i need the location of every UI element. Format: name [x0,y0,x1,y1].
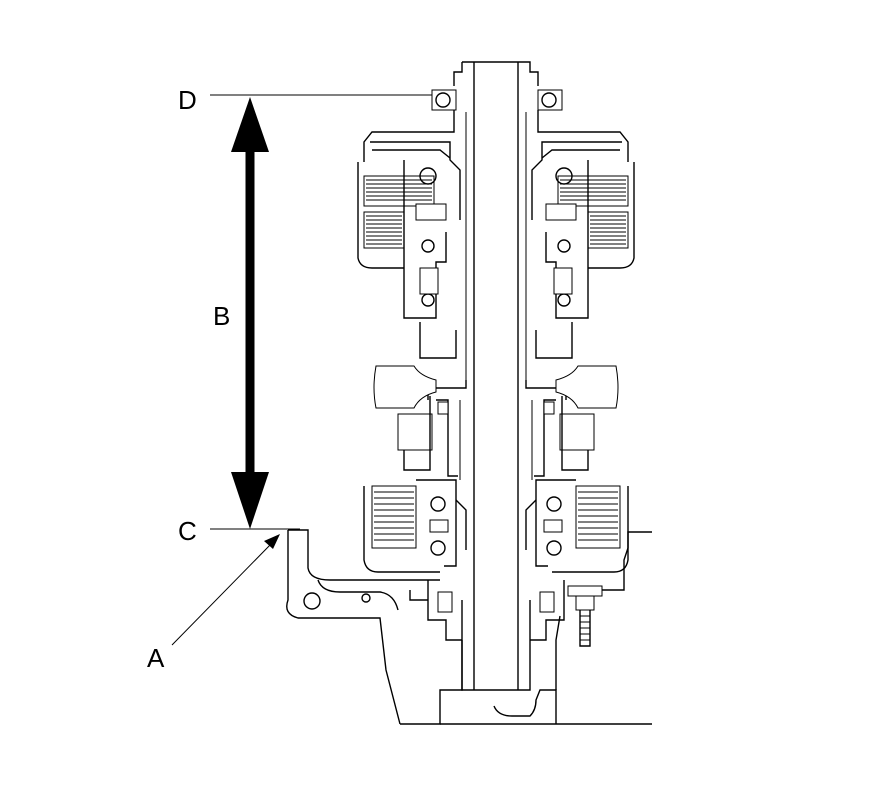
top-bearing [363,89,629,162]
dimension-arrow-b [231,97,269,529]
label-a: A [147,643,165,673]
transmission-housing [286,529,652,725]
upper-clutch-left [357,141,461,359]
label-b: B [213,301,230,331]
leader-arrow-a [171,534,280,646]
middle-gear-set [373,365,619,477]
upper-clutch-right [531,141,635,359]
lower-clutch-left [363,479,467,641]
label-c: C [178,516,197,546]
housing-bolt [567,585,603,647]
lower-clutch-right [525,479,629,641]
main-shaft [427,61,567,691]
label-d: D [178,85,197,115]
